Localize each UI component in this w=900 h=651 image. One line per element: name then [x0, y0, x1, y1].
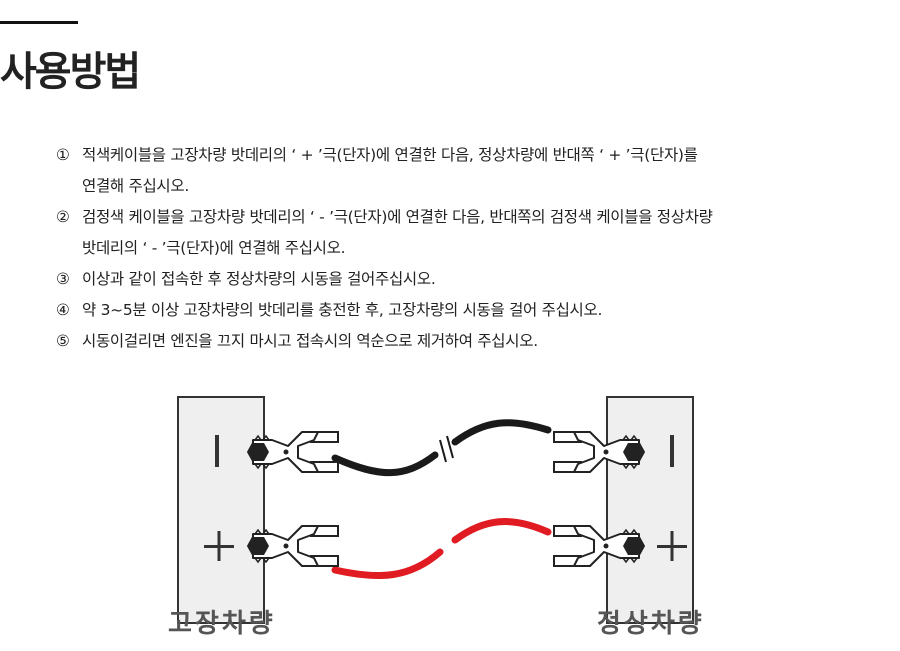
step-number: ① [56, 146, 70, 164]
step-number: ② [56, 208, 70, 226]
title-accent-rule [0, 21, 78, 24]
step-1: ① 적색케이블을 고장차량 밧데리의 ‘ + ’극(단자)에 연결한 다음, 정… [56, 140, 876, 202]
step-number: ⑤ [56, 332, 70, 350]
normal-car-label: 정상차량 [597, 609, 705, 639]
jump-start-diagram [177, 396, 694, 624]
step-text-line: 연결해 주십시오. [82, 177, 189, 195]
normal-plus-terminal-icon [657, 531, 687, 561]
page-title: 사용방법 [0, 49, 141, 95]
broken-minus-terminal-icon [215, 435, 219, 467]
step-text-line: 밧데리의 ‘ - ’극(단자)에 연결해 주십시오. [82, 239, 346, 257]
step-number: ③ [56, 270, 70, 288]
step-text-line: 약 3~5분 이상 고장차량의 밧데리를 충전한 후, 고장차량의 시동을 걸어… [82, 301, 603, 319]
broken-car-battery [177, 396, 265, 624]
broken-plus-terminal-icon [204, 531, 234, 561]
normal-minus-terminal-icon [670, 435, 674, 467]
step-text-line: 적색케이블을 고장차량 밧데리의 ‘ + ’극(단자)에 연결한 다음, 정상차… [82, 146, 698, 164]
step-text-line: 검정색 케이블을 고장차량 밧데리의 ‘ - ’극(단자)에 연결한 다음, 반… [82, 208, 713, 226]
red-cable [331, 518, 552, 580]
step-3: ③ 이상과 같이 접속한 후 정상차량의 시동을 걸어주십시오. [56, 264, 876, 295]
step-2: ② 검정색 케이블을 고장차량 밧데리의 ‘ - ’극(단자)에 연결한 다음,… [56, 202, 876, 264]
step-text-line: 이상과 같이 접속한 후 정상차량의 시동을 걸어주십시오. [82, 270, 436, 288]
broken-car-label: 고장차량 [168, 609, 276, 639]
instruction-list: ① 적색케이블을 고장차량 밧데리의 ‘ + ’극(단자)에 연결한 다음, 정… [56, 140, 876, 357]
step-5: ⑤ 시동이걸리면 엔진을 끄지 마시고 접속시의 역순으로 제거하여 주십시오. [56, 326, 876, 357]
normal-car-battery [606, 396, 694, 624]
step-number: ④ [56, 301, 70, 319]
black-cable [331, 419, 552, 477]
step-4: ④ 약 3~5분 이상 고장차량의 밧데리를 충전한 후, 고장차량의 시동을 … [56, 295, 876, 326]
step-text-line: 시동이걸리면 엔진을 끄지 마시고 접속시의 역순으로 제거하여 주십시오. [82, 332, 538, 350]
